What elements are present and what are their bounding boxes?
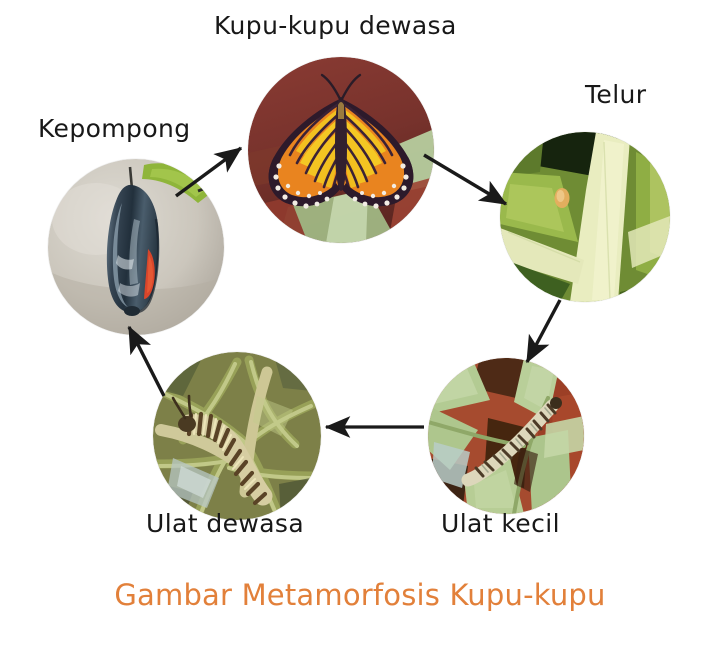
arrow-ulat-dewasa-to-kepompong (127, 325, 166, 397)
diagram-caption: Gambar Metamorfosis Kupu-kupu (114, 578, 606, 612)
stage-photo-ulat-dewasa (153, 352, 321, 520)
stage-label-kepompong: Kepompong (38, 114, 191, 143)
stage-photo-kupu-kupu-dewasa (248, 57, 434, 243)
stage-photo-kepompong (48, 159, 224, 335)
arrow-telur-to-ulat-kecil (525, 299, 562, 364)
stage-label-ulat-dewasa: Ulat dewasa (146, 509, 305, 538)
arrow-kupu-kupu-dewasa-to-telur (423, 153, 508, 206)
stage-photo-ulat-kecil (428, 358, 584, 514)
stage-label-ulat-kecil: Ulat kecil (441, 509, 560, 538)
stage-label-kupu-kupu-dewasa: Kupu-kupu dewasa (214, 11, 457, 40)
stage-photo-telur (500, 132, 670, 302)
stage-label-telur: Telur (585, 80, 647, 109)
